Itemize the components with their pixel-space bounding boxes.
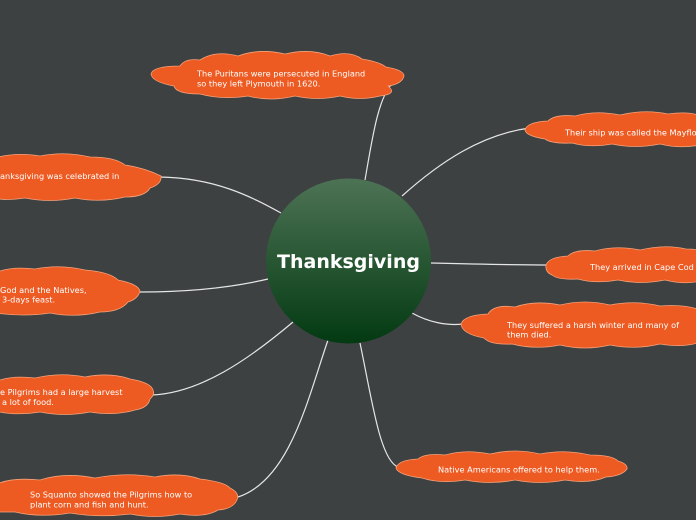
branch-harvest-text: e Pilgrims had a large harvest a lot of … — [0, 387, 125, 407]
branch-natives-help-text: Native Americans offered to help them. — [438, 465, 600, 475]
branch-cape-cod-text: They arrived in Cape Cod — [589, 262, 694, 272]
connector-squanto — [237, 339, 329, 498]
branch-squanto[interactable]: So Squanto showed the Pilgrims how to pl… — [0, 474, 239, 517]
branch-ship-line-1: Their ship was called the Mayflow — [564, 128, 696, 138]
branch-cape-cod-line-1: They arrived in Cape Cod — [589, 262, 694, 272]
cloud-shape — [545, 246, 696, 284]
connector-puritans — [364, 83, 393, 181]
cloud-shape — [0, 374, 154, 415]
branch-feast-line-2: 3-days feast. — [2, 295, 55, 305]
branch-puritans-line-2: so they left Plymouth in 1620. — [197, 79, 320, 89]
branch-puritans-line-1: The Puritans were persecuted in England — [196, 69, 365, 79]
branch-ship[interactable]: Their ship was called the Mayflow — [524, 111, 696, 148]
branch-cape-cod[interactable]: They arrived in Cape Cod — [545, 246, 696, 284]
branch-celebrated-text: anksgiving was celebrated in — [0, 171, 119, 181]
central-topic-title: Thanksgiving — [277, 251, 420, 273]
branch-natives-help-line-1: Native Americans offered to help them. — [438, 465, 600, 475]
connector-cape-cod — [430, 262, 552, 266]
branch-feast-text: God and the Natives, 3-days feast. — [0, 285, 89, 305]
branch-winter-line-2: them died. — [507, 330, 551, 340]
central-topic[interactable]: Thanksgiving — [266, 178, 431, 344]
connector-natives-help — [359, 342, 399, 468]
branch-puritans-text: The Puritans were persecuted in England … — [196, 69, 368, 89]
branch-feast-line-1: God and the Natives, — [0, 285, 87, 295]
branch-celebrated[interactable]: anksgiving was celebrated in — [0, 153, 162, 201]
branch-squanto-text: So Squanto showed the Pilgrims how to pl… — [30, 490, 195, 510]
connector-harvest — [151, 321, 294, 396]
cloud-shape — [0, 153, 162, 201]
branch-winter-text: They suffered a harsh winter and many of… — [506, 320, 682, 340]
cloud-shape — [524, 111, 696, 148]
connector-celebrated — [159, 176, 282, 214]
cloud-shape — [0, 266, 141, 316]
cloud-shape — [395, 450, 628, 483]
branch-puritans[interactable]: The Puritans were persecuted in England … — [150, 51, 405, 100]
cloud-shape — [0, 474, 239, 517]
connector-feast — [139, 278, 269, 293]
branch-harvest-line-2: a lot of food. — [2, 397, 54, 407]
central-topic-circle — [266, 178, 431, 344]
branch-squanto-line-2: plant corn and fish and hunt. — [30, 500, 149, 510]
branch-squanto-line-1: So Squanto showed the Pilgrims how to — [30, 490, 192, 500]
branch-natives-help[interactable]: Native Americans offered to help them. — [395, 450, 628, 483]
cloud-shape — [460, 301, 696, 349]
branch-celebrated-line-1: anksgiving was celebrated in — [0, 171, 119, 181]
connector-winter — [411, 312, 464, 326]
branch-feast[interactable]: God and the Natives, 3-days feast. — [0, 266, 141, 316]
branch-winter[interactable]: They suffered a harsh winter and many of… — [460, 301, 696, 349]
branch-winter-line-1: They suffered a harsh winter and many of — [506, 320, 680, 330]
connector-lines — [139, 83, 552, 498]
connector-ship — [401, 127, 531, 197]
branch-harvest-line-1: e Pilgrims had a large harvest — [0, 387, 123, 397]
branch-harvest[interactable]: e Pilgrims had a large harvest a lot of … — [0, 374, 154, 415]
cloud-shape — [150, 51, 405, 100]
branch-ship-text: Their ship was called the Mayflow — [564, 128, 696, 138]
